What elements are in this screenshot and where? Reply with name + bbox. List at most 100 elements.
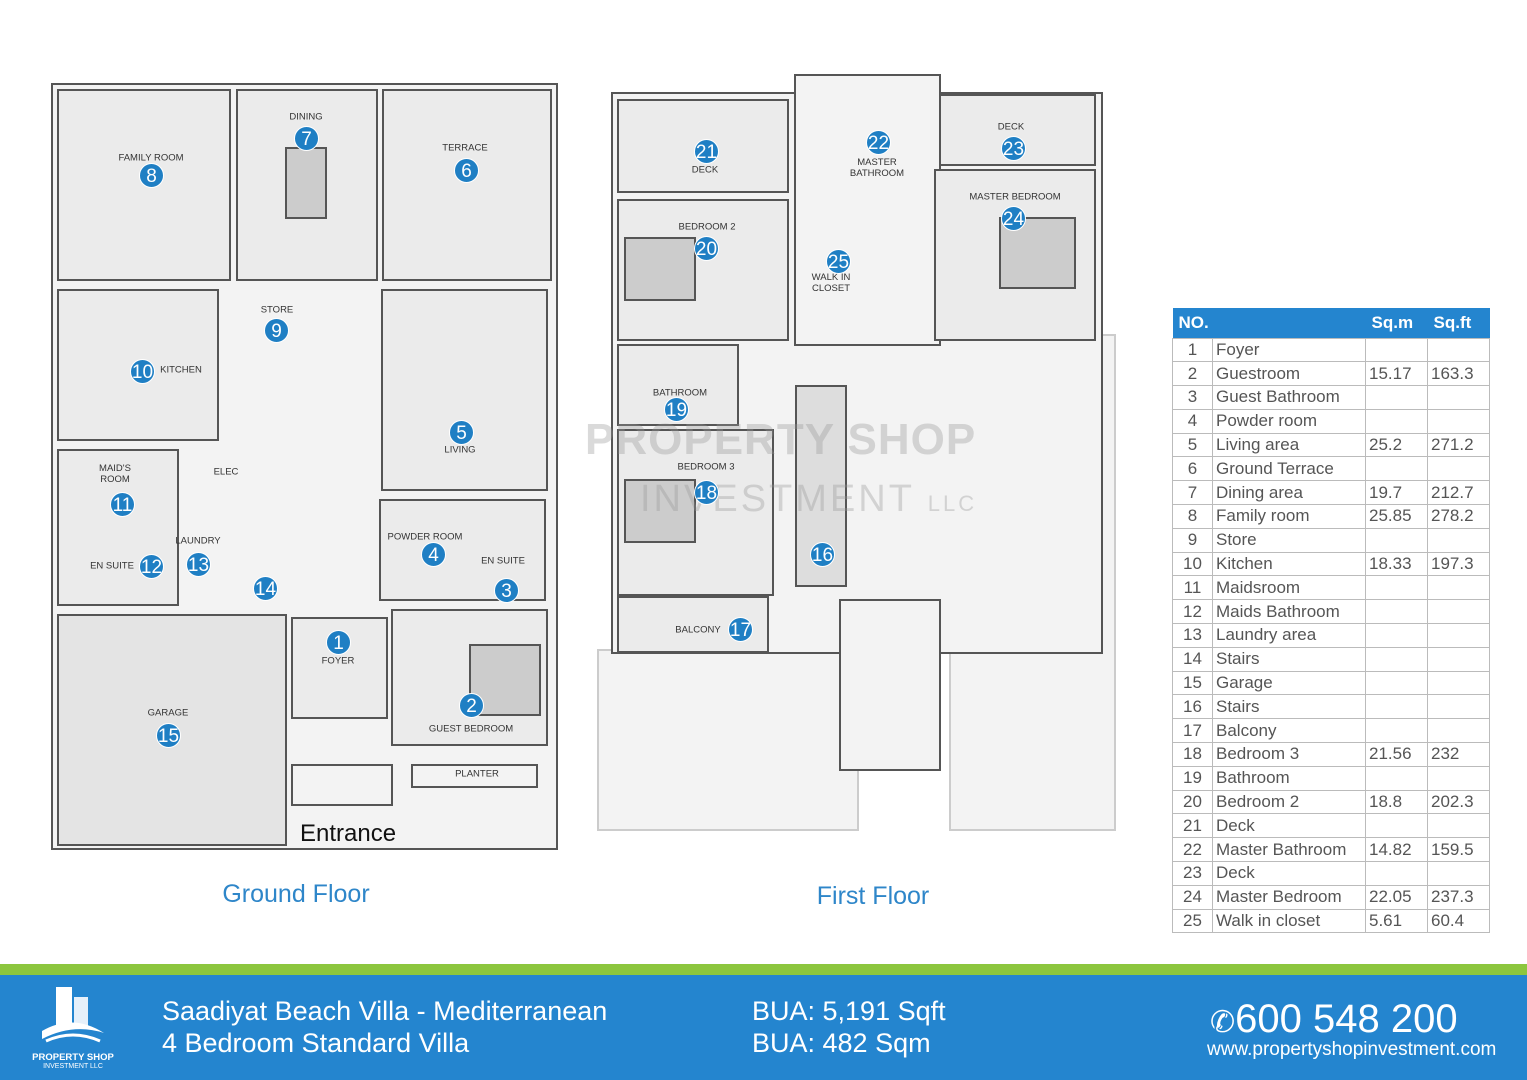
label-garage: GARAGE — [147, 707, 189, 719]
room-sqft — [1427, 646, 1490, 672]
room-number: 12 — [1172, 599, 1213, 625]
logo-line2: INVESTMENT LLC — [43, 1063, 103, 1070]
room-number: 9 — [1172, 527, 1213, 553]
table-header: NO. Sq.m Sq.ft — [1172, 308, 1490, 338]
room-marker-13: 13 — [186, 552, 211, 577]
label-walk-in-closet: WALK IN CLOSET — [811, 272, 851, 294]
floor-plans-drawing — [51, 74, 1116, 850]
room-number: 10 — [1172, 551, 1213, 577]
room-marker-14: 14 — [253, 576, 278, 601]
room-marker-22: 22 — [866, 130, 891, 155]
room-number: 11 — [1172, 575, 1213, 601]
green-stripe — [0, 964, 1527, 975]
room-sqft — [1427, 670, 1490, 696]
room-name: Dining area — [1212, 480, 1366, 506]
label-en-suite-maid: EN SUITE — [90, 560, 134, 572]
room-name: Maids Bathroom — [1212, 599, 1366, 625]
phone-text: 600 548 200 — [1235, 997, 1458, 1041]
room-marker-18: 18 — [694, 480, 719, 505]
room-sqft: 159.5 — [1427, 837, 1490, 863]
room-number: 18 — [1172, 742, 1213, 767]
room-marker-20: 20 — [694, 236, 719, 261]
website-link[interactable]: www.propertyshopinvestment.com — [1207, 1039, 1497, 1060]
label-deck-23: DECK — [997, 121, 1025, 133]
label-balcony: BALCONY — [675, 624, 721, 636]
room-sqft — [1427, 337, 1490, 363]
room-sqm: 21.56 — [1365, 742, 1428, 767]
room-marker-2: 2 — [459, 693, 484, 718]
room-number: 19 — [1172, 765, 1213, 791]
room-number: 16 — [1172, 694, 1213, 720]
room-marker-5: 5 — [449, 420, 474, 445]
room-sqm: 22.05 — [1365, 884, 1428, 910]
watermark-text: PROPERTY SHOP — [585, 415, 977, 464]
room-marker-10: 10 — [130, 359, 155, 384]
room-sqm: 19.7 — [1365, 480, 1428, 506]
room-marker-9: 9 — [264, 318, 289, 343]
buildings-wave-logo-icon — [42, 987, 104, 1043]
room-sqft — [1427, 718, 1490, 744]
ground-floor-plan — [51, 83, 558, 850]
footer-bar: PROPERTY SHOP INVESTMENT LLC Saadiyat Be… — [0, 975, 1527, 1080]
room-sqm: 25.2 — [1365, 432, 1428, 458]
room-name: Balcony — [1212, 718, 1366, 744]
room-number: 24 — [1172, 884, 1213, 910]
room-name: Master Bedroom — [1212, 884, 1366, 910]
room-sqm: 14.82 — [1365, 837, 1428, 863]
room-name: Stairs — [1212, 646, 1366, 672]
room-name: Deck — [1212, 861, 1366, 886]
room-sqm: 18.8 — [1365, 789, 1428, 815]
room-marker-24: 24 — [1001, 206, 1026, 231]
label-kitchen: KITCHEN — [160, 364, 202, 376]
ground-floor-title: Ground Floor — [222, 880, 370, 908]
watermark-line2: INVESTMENT — [640, 478, 915, 520]
room-sqft — [1427, 575, 1490, 601]
room-sqm — [1365, 385, 1428, 410]
room-marker-21: 21 — [694, 139, 719, 164]
room-number: 5 — [1172, 432, 1213, 458]
room-sqft — [1427, 694, 1490, 720]
room-number: 13 — [1172, 623, 1213, 648]
room-number: 21 — [1172, 813, 1213, 839]
room-sqm — [1365, 527, 1428, 553]
room-number: 3 — [1172, 385, 1213, 410]
label-master-bedroom: MASTER BEDROOM — [969, 191, 1061, 203]
first-floor-title: First Floor — [816, 882, 930, 910]
room-number: 25 — [1172, 908, 1213, 934]
first-floor-plan — [597, 74, 1116, 831]
label-entrance: Entrance — [300, 820, 397, 847]
label-en-suite-guest: EN SUITE — [481, 555, 525, 567]
room-number: 14 — [1172, 646, 1213, 672]
room-number: 6 — [1172, 456, 1213, 482]
label-maids-room: MAID'S ROOM — [99, 463, 131, 485]
company-logo: PROPERTY SHOP INVESTMENT LLC — [28, 983, 118, 1070]
label-bedroom-2: BEDROOM 2 — [678, 221, 736, 233]
room-sqm: 25.85 — [1365, 504, 1428, 529]
room-name: Garage — [1212, 670, 1366, 696]
phone-number[interactable]: ✆600 548 200 — [1210, 997, 1458, 1042]
room-number: 22 — [1172, 837, 1213, 863]
label-store: STORE — [260, 304, 294, 316]
header-sqm: Sq.m — [1365, 308, 1428, 338]
room-name: Bedroom 2 — [1212, 789, 1366, 815]
room-sqm: 18.33 — [1365, 551, 1428, 577]
room-sqft: 163.3 — [1427, 361, 1490, 387]
room-number: 23 — [1172, 861, 1213, 886]
watermark-subtext: INVESTMENT LLC — [640, 478, 977, 521]
room-marker-1: 1 — [326, 630, 351, 655]
